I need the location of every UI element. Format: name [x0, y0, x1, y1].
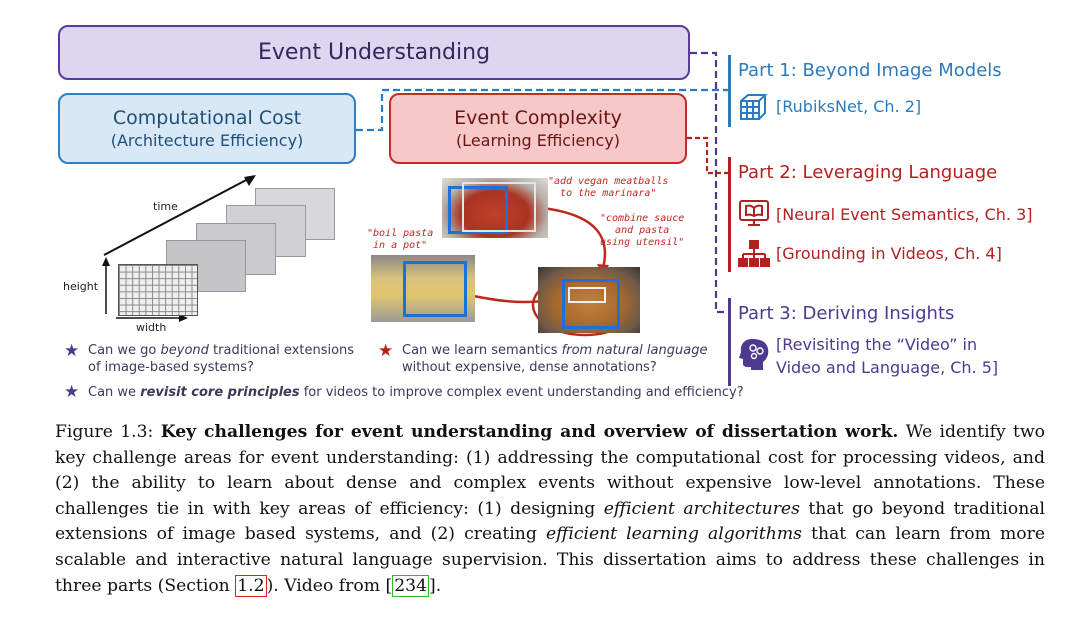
part1-title: Part 1: Beyond Image Models: [738, 60, 1002, 81]
cube-icon: [740, 94, 768, 120]
event-understanding-label: Event Understanding: [257, 40, 491, 65]
width-axis-label: width: [136, 321, 167, 334]
head-brain-icon: [739, 339, 769, 370]
computational-cost-box: Computational Cost (Architecture Efficie…: [58, 93, 356, 164]
figure-label: Figure 1.3:: [55, 422, 154, 442]
star-icon: ★: [64, 341, 80, 361]
citation-link[interactable]: 234: [392, 574, 430, 597]
video-frame-marinara: [442, 178, 548, 238]
part1-item-rubiksnet: [RubiksNet, Ch. 2]: [776, 97, 922, 116]
hierarchy-icon: [738, 240, 770, 267]
figure-title: Key challenges for event understanding a…: [160, 422, 899, 442]
video-frame-combine-sauce: [538, 267, 640, 333]
question-natural-language: Can we learn semantics from natural lang…: [402, 343, 708, 375]
time-axis-label: time: [153, 200, 178, 213]
question-revisit-principles: Can we revisit core principles for video…: [88, 385, 744, 400]
event-understanding-box: Event Understanding: [58, 25, 690, 80]
part3-title: Part 3: Deriving Insights: [738, 303, 955, 324]
part3-bar: [728, 298, 731, 386]
computational-cost-title: Computational Cost: [112, 107, 302, 129]
part3-item-line1: [Revisiting the “Video” in: [776, 335, 978, 354]
height-axis-label: height: [63, 280, 99, 293]
star-icon: ★: [378, 341, 394, 361]
part2-title: Part 2: Leveraging Language: [738, 162, 998, 183]
figure-caption: Figure 1.3: Key challenges for event und…: [55, 422, 1046, 597]
star-icon: ★: [64, 382, 80, 402]
video-frame-boil-pasta: [371, 255, 475, 322]
monitor-book-icon: [739, 200, 769, 226]
part2-item-grounding-in-videos: [Grounding in Videos, Ch. 4]: [776, 244, 1002, 263]
part3-item-line2: Video and Language, Ch. 5]: [776, 358, 999, 377]
part2-item-neural-event-semantics: [Neural Event Semantics, Ch. 3]: [776, 205, 1033, 224]
question-beyond-image: Can we go beyond traditional extensions …: [88, 343, 355, 375]
event-complexity-box: Event Complexity (Learning Efficiency): [389, 93, 687, 164]
event-complexity-subtitle: (Learning Efficiency): [455, 131, 621, 150]
part2-bar: [728, 157, 731, 272]
part1-bar: [728, 55, 731, 127]
computational-cost-subtitle: (Architecture Efficiency): [110, 131, 304, 150]
event-complexity-title: Event Complexity: [454, 107, 622, 129]
section-ref-link[interactable]: 1.2: [235, 574, 267, 597]
